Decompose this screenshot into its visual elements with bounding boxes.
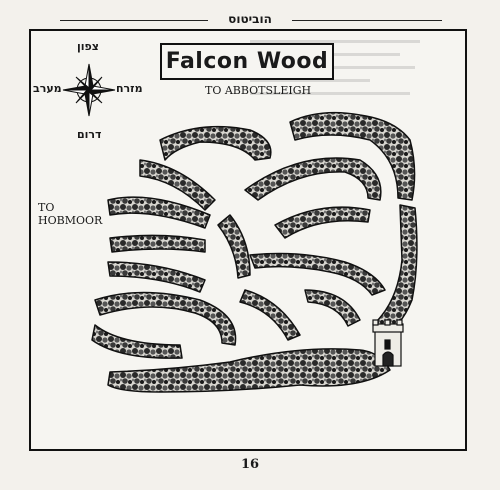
tree-band-top bbox=[289, 111, 416, 201]
tree-band-right bbox=[375, 204, 418, 336]
page-header: הוביטוס bbox=[0, 12, 500, 28]
tree-band-lower-4 bbox=[239, 289, 301, 341]
label-to-hobmoor-line1: TO bbox=[38, 201, 55, 214]
header-rule-right bbox=[292, 20, 442, 21]
tower-icon bbox=[372, 319, 404, 367]
tree-band-lower-3 bbox=[91, 324, 183, 359]
tree-band-west-2 bbox=[109, 234, 206, 253]
tree-band-inner-3 bbox=[249, 252, 386, 296]
label-to-abbotsleigh: TO ABBOTSLEIGH bbox=[205, 84, 312, 97]
compass-east-label: מזרח bbox=[116, 82, 143, 95]
page-header-title: הוביטוס bbox=[228, 12, 272, 26]
tree-band-inner-1 bbox=[244, 157, 382, 201]
tree-band-upper-left bbox=[139, 159, 216, 211]
page-number: 16 bbox=[240, 457, 260, 472]
compass-west-label: מערב bbox=[33, 82, 62, 95]
tree-band-lower-2 bbox=[94, 291, 237, 346]
map-title-box: Falcon Wood bbox=[160, 43, 334, 80]
compass-south-label: דרום bbox=[77, 128, 102, 141]
tree-band-bottom bbox=[107, 348, 391, 393]
tree-band-inner-2 bbox=[274, 206, 371, 239]
tree-band-west bbox=[107, 196, 211, 229]
tree-band-center bbox=[217, 214, 251, 279]
compass-rose-icon bbox=[62, 63, 116, 117]
header-rule-left bbox=[60, 20, 208, 21]
tree-band-lower-5 bbox=[304, 289, 361, 327]
tree-band-lower-1 bbox=[107, 261, 206, 293]
map-title: Falcon Wood bbox=[165, 49, 329, 74]
tree-band-arc-top bbox=[159, 125, 272, 161]
label-to-hobmoor-line2: HOBMOOR bbox=[38, 214, 103, 227]
compass-north-label: צפון bbox=[77, 40, 99, 53]
